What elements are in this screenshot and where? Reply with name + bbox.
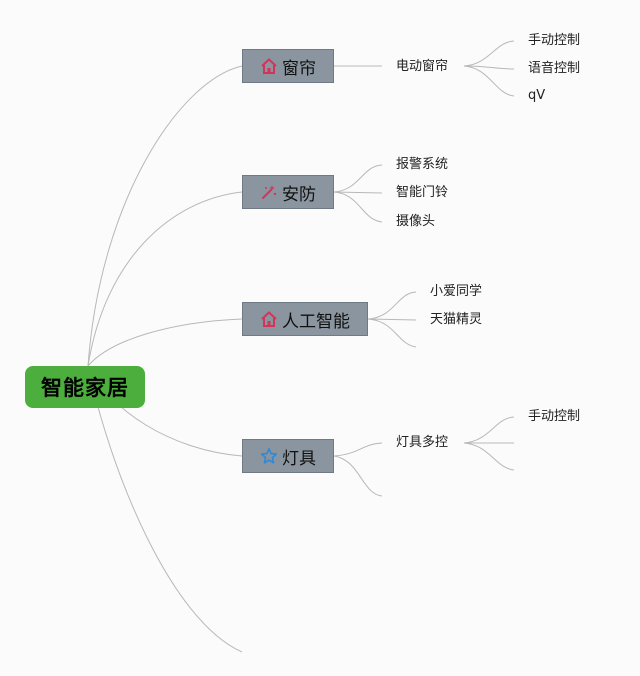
connector-security-alarm bbox=[333, 164, 383, 193]
connector-ai-empty bbox=[367, 318, 417, 348]
leaf-manual-control[interactable]: 手动控制 bbox=[528, 33, 581, 48]
branch-curtain-label: 窗帘 bbox=[282, 58, 316, 79]
connector-multi-empty2 bbox=[463, 442, 515, 471]
connector-root-empty bbox=[87, 365, 243, 653]
leaf-light-multi-control[interactable]: 灯具多控 bbox=[396, 435, 449, 450]
house-icon bbox=[260, 57, 278, 75]
root-node[interactable]: 智能家居 bbox=[25, 366, 145, 408]
connector-electric-qv bbox=[463, 65, 515, 97]
root-label: 智能家居 bbox=[41, 376, 129, 400]
leaf-voice-control[interactable]: 语音控制 bbox=[528, 61, 581, 76]
connector-multi-manual bbox=[463, 416, 515, 444]
leaf-light-manual-control[interactable]: 手动控制 bbox=[528, 409, 581, 424]
leaf-electric-curtain[interactable]: 电动窗帘 bbox=[396, 59, 449, 74]
connector-root-ai bbox=[87, 318, 243, 367]
connector-security-doorbell bbox=[333, 191, 383, 194]
leaf-smart-doorbell[interactable]: 智能门铃 bbox=[396, 185, 449, 200]
branch-lights-label: 灯具 bbox=[282, 448, 316, 469]
branch-security-label: 安防 bbox=[282, 184, 316, 205]
branch-lights[interactable]: 灯具 bbox=[242, 439, 334, 473]
branch-ai-label: 人工智能 bbox=[282, 311, 350, 332]
connector-lights-empty bbox=[333, 455, 383, 497]
branch-security[interactable]: 安防 bbox=[242, 175, 334, 209]
connector-root-curtain bbox=[87, 65, 243, 367]
connector-electric-voice bbox=[463, 65, 515, 70]
star-icon bbox=[260, 447, 278, 465]
connector-security-camera bbox=[333, 191, 383, 223]
branch-curtain[interactable]: 窗帘 bbox=[242, 49, 334, 83]
magic-wand-icon bbox=[260, 183, 278, 201]
leaf-alarm-system[interactable]: 报警系统 bbox=[396, 157, 449, 172]
connector-ai-tmall bbox=[367, 318, 417, 321]
connector-ai-xiaoai bbox=[367, 291, 417, 320]
leaf-tmall-genie[interactable]: 天猫精灵 bbox=[430, 312, 483, 327]
leaf-camera[interactable]: 摄像头 bbox=[396, 214, 436, 229]
connector-electric-manual bbox=[463, 40, 515, 67]
branch-ai[interactable]: 人工智能 bbox=[242, 302, 368, 336]
connector-lights-multi bbox=[333, 442, 383, 457]
connector-root-security bbox=[87, 191, 243, 367]
leaf-qv[interactable]: qV bbox=[528, 88, 546, 103]
leaf-xiaoai[interactable]: 小爱同学 bbox=[430, 284, 483, 299]
house-icon bbox=[260, 310, 278, 328]
